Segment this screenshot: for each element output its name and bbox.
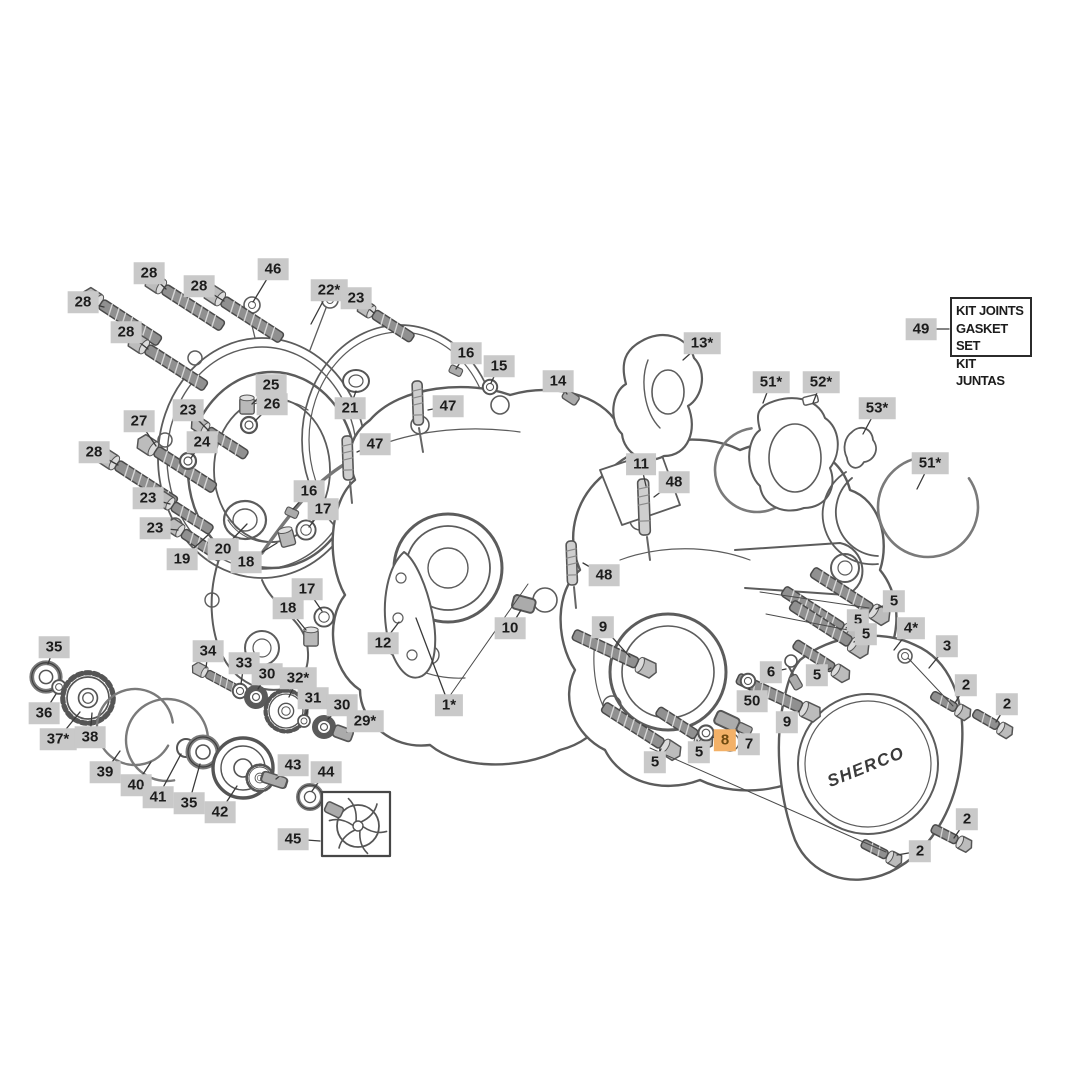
part-label-5[interactable]: 5 xyxy=(643,751,667,773)
part-label-6[interactable]: 6 xyxy=(759,661,783,683)
part-label-28[interactable]: 28 xyxy=(133,262,165,284)
part-label-43[interactable]: 43 xyxy=(277,754,309,776)
kickstart-segments xyxy=(713,393,980,566)
gasket-kit-box: KIT JOINTS GASKET SET KIT JUNTAS xyxy=(950,297,1032,388)
part-label-28[interactable]: 28 xyxy=(183,275,215,297)
part-label-8[interactable]: 8 xyxy=(713,729,737,751)
part-label-23[interactable]: 23 xyxy=(340,287,372,309)
part-label-26[interactable]: 26 xyxy=(256,393,288,415)
part-label-5[interactable]: 5 xyxy=(805,664,829,686)
gear-cluster xyxy=(32,659,355,809)
part-label-28[interactable]: 28 xyxy=(110,321,142,343)
part-label-28[interactable]: 28 xyxy=(67,291,99,313)
part-label-32*[interactable]: 32* xyxy=(279,667,317,689)
part-label-36[interactable]: 36 xyxy=(28,702,60,724)
part-label-4*[interactable]: 4* xyxy=(896,617,926,639)
part-label-51*[interactable]: 51* xyxy=(911,452,949,474)
part-label-49[interactable]: 49 xyxy=(905,318,937,340)
ignition-cover-group: SHERCO xyxy=(777,634,964,881)
part-label-34[interactable]: 34 xyxy=(192,640,224,662)
water-pump-box xyxy=(320,790,392,858)
part-label-23[interactable]: 23 xyxy=(139,517,171,539)
part-label-16[interactable]: 16 xyxy=(450,342,482,364)
part-label-44[interactable]: 44 xyxy=(310,761,342,783)
part-label-41[interactable]: 41 xyxy=(142,786,174,808)
part-label-46[interactable]: 46 xyxy=(257,258,289,280)
part-label-45[interactable]: 45 xyxy=(277,828,309,850)
part-label-5[interactable]: 5 xyxy=(854,623,878,645)
kit-box-line: GASKET SET xyxy=(956,320,1008,354)
part-label-3[interactable]: 3 xyxy=(935,635,959,657)
part-label-42[interactable]: 42 xyxy=(204,801,236,823)
part-label-9[interactable]: 9 xyxy=(591,616,615,638)
part-label-18[interactable]: 18 xyxy=(272,597,304,619)
fasteners xyxy=(78,269,1016,870)
part-label-16[interactable]: 16 xyxy=(293,480,325,502)
part-label-18[interactable]: 18 xyxy=(230,551,262,573)
kit-box-line: KIT JUNTAS xyxy=(956,355,1005,389)
part-label-14[interactable]: 14 xyxy=(542,370,574,392)
part-label-2[interactable]: 2 xyxy=(995,693,1019,715)
part-label-15[interactable]: 15 xyxy=(483,355,515,377)
bracket-13 xyxy=(612,333,704,461)
part-label-28[interactable]: 28 xyxy=(78,441,110,463)
part-label-2[interactable]: 2 xyxy=(908,840,932,862)
part-label-25[interactable]: 25 xyxy=(255,374,287,396)
part-label-30[interactable]: 30 xyxy=(251,663,283,685)
part-label-51*[interactable]: 51* xyxy=(752,371,790,393)
part-label-17[interactable]: 17 xyxy=(291,578,323,600)
part-label-35[interactable]: 35 xyxy=(173,792,205,814)
part-label-21[interactable]: 21 xyxy=(334,397,366,419)
part-label-2[interactable]: 2 xyxy=(955,808,979,830)
part-label-29*[interactable]: 29* xyxy=(346,710,384,732)
part-label-24[interactable]: 24 xyxy=(186,431,218,453)
part-label-48[interactable]: 48 xyxy=(658,471,690,493)
part-label-22*[interactable]: 22* xyxy=(310,279,348,301)
part-label-2[interactable]: 2 xyxy=(954,674,978,696)
part-label-38[interactable]: 38 xyxy=(74,726,106,748)
part-label-47[interactable]: 47 xyxy=(432,395,464,417)
part-label-10[interactable]: 10 xyxy=(494,617,526,639)
kit-box-line: KIT JOINTS xyxy=(956,303,1024,318)
part-label-12[interactable]: 12 xyxy=(367,632,399,654)
part-label-23[interactable]: 23 xyxy=(132,487,164,509)
part-label-5[interactable]: 5 xyxy=(882,590,906,612)
axis-lines xyxy=(448,583,954,853)
part-label-53*[interactable]: 53* xyxy=(858,397,896,419)
part-label-35[interactable]: 35 xyxy=(38,636,70,658)
part-label-13*[interactable]: 13* xyxy=(683,332,721,354)
part-label-17[interactable]: 17 xyxy=(307,498,339,520)
part-label-39[interactable]: 39 xyxy=(89,761,121,783)
part-label-52*[interactable]: 52* xyxy=(802,371,840,393)
part-label-50[interactable]: 50 xyxy=(736,690,768,712)
part-label-31[interactable]: 31 xyxy=(297,687,329,709)
part-label-11[interactable]: 11 xyxy=(626,453,656,475)
part-label-37*[interactable]: 37* xyxy=(39,728,77,750)
part-label-1*[interactable]: 1* xyxy=(434,694,464,716)
part-label-27[interactable]: 27 xyxy=(123,410,155,432)
part-label-7[interactable]: 7 xyxy=(737,733,761,755)
part-label-47[interactable]: 47 xyxy=(359,433,391,455)
part-label-48[interactable]: 48 xyxy=(588,564,620,586)
part-label-19[interactable]: 19 xyxy=(166,548,198,570)
part-label-23[interactable]: 23 xyxy=(172,399,204,421)
part-label-9[interactable]: 9 xyxy=(775,711,799,733)
part-label-5[interactable]: 5 xyxy=(687,741,711,763)
